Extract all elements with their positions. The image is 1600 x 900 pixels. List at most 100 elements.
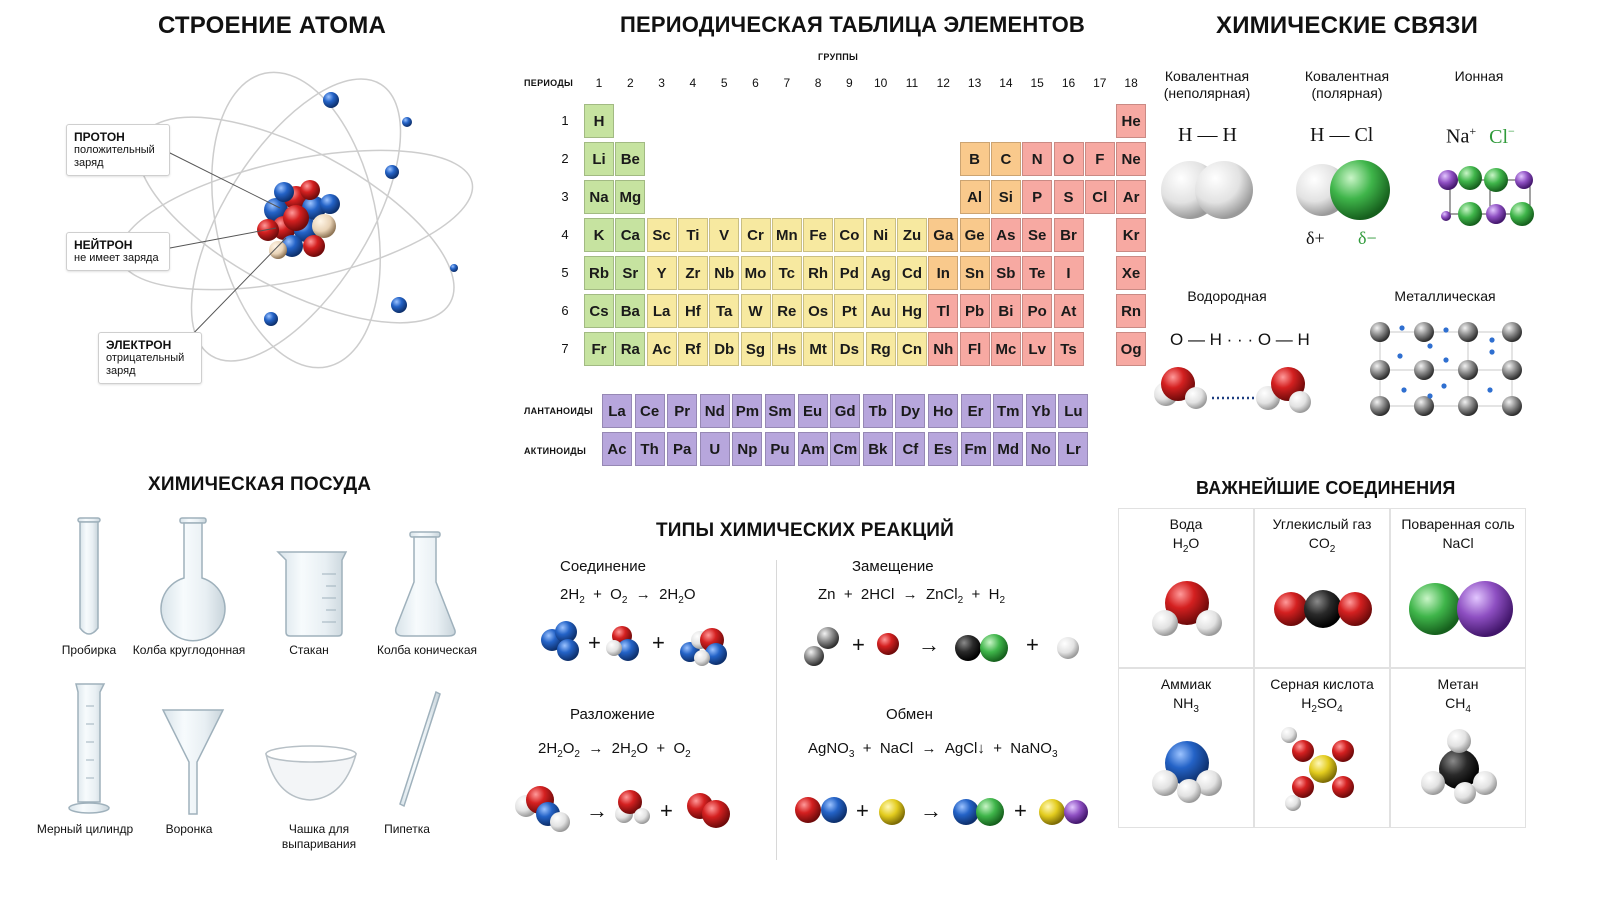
element-cell[interactable]: Pt [834,294,865,328]
element-cell[interactable]: Ta [709,294,740,328]
element-cell[interactable]: Nd [699,394,730,428]
element-cell[interactable]: W [740,294,771,328]
element-cell[interactable]: Ag [865,256,896,290]
element-cell[interactable]: Rn [1116,294,1147,328]
element-cell[interactable]: O [1053,142,1084,176]
element-cell[interactable]: Mo [740,256,771,290]
element-cell[interactable]: Sc [646,218,677,252]
element-cell[interactable]: Yb [1025,394,1056,428]
element-cell[interactable]: Tm [993,394,1024,428]
element-cell[interactable]: U [699,432,730,466]
element-cell[interactable]: Kr [1116,218,1147,252]
element-cell[interactable]: Ti [677,218,708,252]
element-cell[interactable]: Pd [834,256,865,290]
element-cell[interactable]: Sb [990,256,1021,290]
element-cell[interactable]: Cf [895,432,926,466]
element-cell[interactable]: Pu [765,432,795,466]
element-cell[interactable]: Be [615,142,646,176]
element-cell[interactable]: Ga [928,218,959,252]
element-cell[interactable]: Ge [959,218,990,252]
element-cell[interactable]: Ds [834,332,865,366]
element-cell[interactable]: Eu [797,394,828,428]
element-cell[interactable]: Fe [803,218,834,252]
element-cell[interactable]: Sg [740,332,771,366]
element-cell[interactable]: K [584,218,614,252]
element-cell[interactable]: Lu [1058,394,1089,428]
element-cell[interactable]: Ra [615,332,646,366]
element-cell[interactable]: Fr [584,332,614,366]
element-cell[interactable]: La [646,294,677,328]
element-cell[interactable]: Md [993,432,1024,466]
element-cell[interactable]: Re [771,294,802,328]
element-cell[interactable]: C [990,142,1021,176]
element-cell[interactable]: Ni [865,218,896,252]
element-cell[interactable]: Al [959,180,990,214]
element-cell[interactable]: Sm [765,394,795,428]
element-cell[interactable]: Np [732,432,763,466]
element-cell[interactable]: Bi [990,294,1021,328]
element-cell[interactable]: Os [803,294,834,328]
element-cell[interactable]: At [1053,294,1084,328]
element-cell[interactable]: Nb [709,256,740,290]
element-cell[interactable]: Mt [803,332,834,366]
element-cell[interactable]: Ba [615,294,646,328]
element-cell[interactable]: Sn [959,256,990,290]
element-cell[interactable]: Xe [1116,256,1147,290]
element-cell[interactable]: Gd [830,394,861,428]
element-cell[interactable]: Ca [615,218,646,252]
element-cell[interactable]: Se [1022,218,1053,252]
element-cell[interactable]: Si [990,180,1021,214]
element-cell[interactable]: Rb [584,256,614,290]
element-cell[interactable]: Ac [646,332,677,366]
element-cell[interactable]: Sr [615,256,646,290]
element-cell[interactable]: Zu [897,218,927,252]
element-cell[interactable]: Cs [584,294,614,328]
element-cell[interactable]: Br [1053,218,1084,252]
element-cell[interactable]: Rh [803,256,834,290]
element-cell[interactable]: Hs [771,332,802,366]
element-cell[interactable]: Cl [1084,180,1115,214]
element-cell[interactable]: Og [1116,332,1147,366]
element-cell[interactable]: Cn [897,332,927,366]
element-cell[interactable]: Fl [959,332,990,366]
element-cell[interactable]: Na [584,180,614,214]
element-cell[interactable]: Nh [928,332,959,366]
element-cell[interactable]: Pa [667,432,698,466]
element-cell[interactable]: Lv [1022,332,1053,366]
element-cell[interactable]: Rf [677,332,708,366]
element-cell[interactable]: N [1022,142,1053,176]
element-cell[interactable]: Ce [634,394,665,428]
element-cell[interactable]: Th [634,432,665,466]
element-cell[interactable]: Tl [928,294,959,328]
element-cell[interactable]: Ac [602,432,632,466]
element-cell[interactable]: Mn [771,218,802,252]
element-cell[interactable]: V [709,218,740,252]
element-cell[interactable]: Ar [1116,180,1147,214]
element-cell[interactable]: Es [928,432,958,466]
element-cell[interactable]: Mc [990,332,1021,366]
element-cell[interactable]: Rg [865,332,896,366]
element-cell[interactable]: H [584,104,614,138]
element-cell[interactable]: Zr [677,256,708,290]
element-cell[interactable]: Y [646,256,677,290]
element-cell[interactable]: Te [1022,256,1053,290]
element-cell[interactable]: Hf [677,294,708,328]
element-cell[interactable]: Am [797,432,828,466]
element-cell[interactable]: In [928,256,959,290]
element-cell[interactable]: Pr [667,394,698,428]
element-cell[interactable]: Ho [928,394,958,428]
element-cell[interactable]: Pb [959,294,990,328]
element-cell[interactable]: Pm [732,394,763,428]
element-cell[interactable]: Cd [897,256,927,290]
element-cell[interactable]: Bk [862,432,893,466]
element-cell[interactable]: Mg [615,180,646,214]
element-cell[interactable]: Li [584,142,614,176]
element-cell[interactable]: F [1084,142,1115,176]
element-cell[interactable]: As [990,218,1021,252]
element-cell[interactable]: P [1022,180,1053,214]
